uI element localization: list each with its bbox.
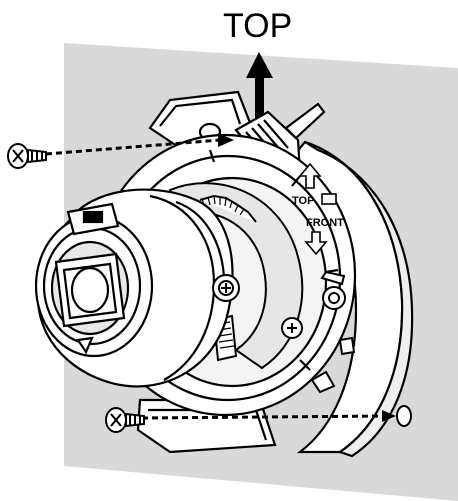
- wall-hole: [396, 405, 412, 427]
- side-screw: [281, 317, 303, 339]
- center-screw: [212, 274, 240, 302]
- top-marking: TOP: [292, 162, 337, 207]
- lens-unit: [34, 188, 234, 388]
- top-direction-label: TOP: [223, 7, 292, 45]
- arrow-up-icon: [246, 52, 273, 122]
- path-arrowheads: [218, 133, 396, 422]
- front-marking: FRONT: [304, 217, 344, 256]
- body-top-label: TOP: [292, 195, 314, 207]
- screw-icon: [105, 407, 145, 433]
- body-front-label: FRONT: [306, 217, 344, 229]
- screw-path-lines: [45, 138, 387, 420]
- housing-details: [310, 270, 356, 394]
- screw-icon: [7, 143, 47, 169]
